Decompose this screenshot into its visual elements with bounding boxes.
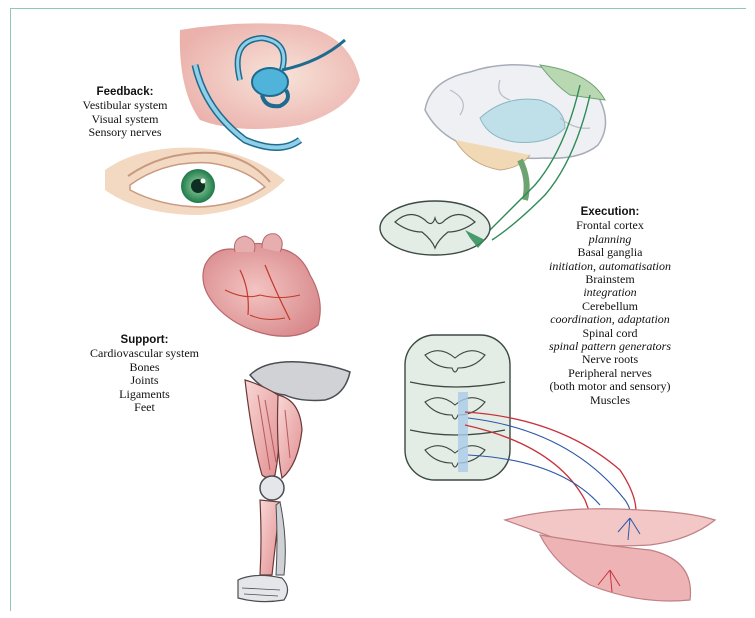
execution-line: (both motor and sensory) — [505, 380, 715, 393]
execution-line: planning — [505, 233, 715, 246]
execution-line: Peripheral nerves — [505, 367, 715, 380]
execution-line: spinal pattern generators — [505, 340, 715, 353]
spinal-cord-segments — [405, 335, 510, 480]
feedback-heading: Feedback: — [50, 86, 200, 99]
eye-illustration — [105, 148, 285, 215]
inner-ear-illustration — [180, 23, 360, 147]
heart-illustration — [203, 234, 320, 336]
feedback-item: Sensory nerves — [50, 126, 200, 139]
execution-line: Brainstem — [505, 273, 715, 286]
spinal-cord-cross-section — [380, 201, 490, 255]
support-item: Joints — [62, 374, 227, 387]
execution-line: Frontal cortex — [505, 219, 715, 232]
feedback-item: Visual system — [50, 113, 200, 126]
execution-line: Nerve roots — [505, 353, 715, 366]
execution-line: Basal ganglia — [505, 246, 715, 259]
leg-illustration — [238, 362, 350, 602]
execution-line: Muscles — [505, 394, 715, 407]
support-label-group: Support: Cardiovascular system Bones Joi… — [62, 334, 227, 414]
execution-line: initiation, automatisation — [505, 260, 715, 273]
execution-line: Cerebellum — [505, 300, 715, 313]
execution-line: coordination, adaptation — [505, 313, 715, 326]
execution-label-group: Execution: Frontal cortex planning Basal… — [505, 206, 715, 407]
support-heading: Support: — [62, 334, 227, 347]
support-item: Cardiovascular system — [62, 347, 227, 360]
support-item: Feet — [62, 401, 227, 414]
feedback-label-group: Feedback: Vestibular system Visual syste… — [50, 86, 200, 140]
execution-line: Spinal cord — [505, 327, 715, 340]
support-item: Ligaments — [62, 388, 227, 401]
execution-line: integration — [505, 286, 715, 299]
feedback-item: Vestibular system — [50, 99, 200, 112]
support-item: Bones — [62, 361, 227, 374]
execution-heading: Execution: — [505, 206, 715, 219]
brain-illustration — [425, 65, 606, 200]
muscle-illustration — [505, 509, 715, 601]
